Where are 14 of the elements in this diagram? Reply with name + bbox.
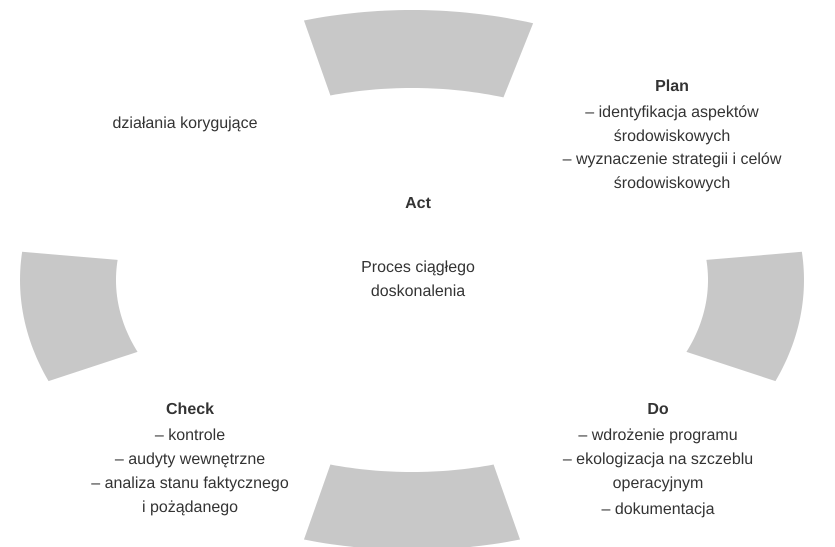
description-text: – wdrożenie programu [577, 426, 739, 446]
description-text: – audyty wewnętrzne [114, 450, 266, 470]
description-text: – identyfikacja aspektów środowiskowych [584, 103, 760, 147]
section-heading: Plan [654, 77, 690, 97]
section-heading: Do [646, 400, 670, 420]
description-text: – ekologizacja na szczeblu operacyjnym [562, 450, 754, 494]
description-text: Proces ciągłego doskonalenia [360, 258, 476, 302]
description-text: działania korygujące [112, 114, 258, 134]
section-heading: Check [164, 400, 216, 420]
description-text: – analiza stanu faktycznego i pożądanego [90, 474, 290, 518]
description-text: – wyznaczenie strategii i celów środowiskowych [562, 150, 782, 194]
description-text: – kontrole [154, 426, 226, 446]
section-heading: Act [404, 194, 432, 214]
description-text: – dokumentacja [600, 500, 716, 520]
